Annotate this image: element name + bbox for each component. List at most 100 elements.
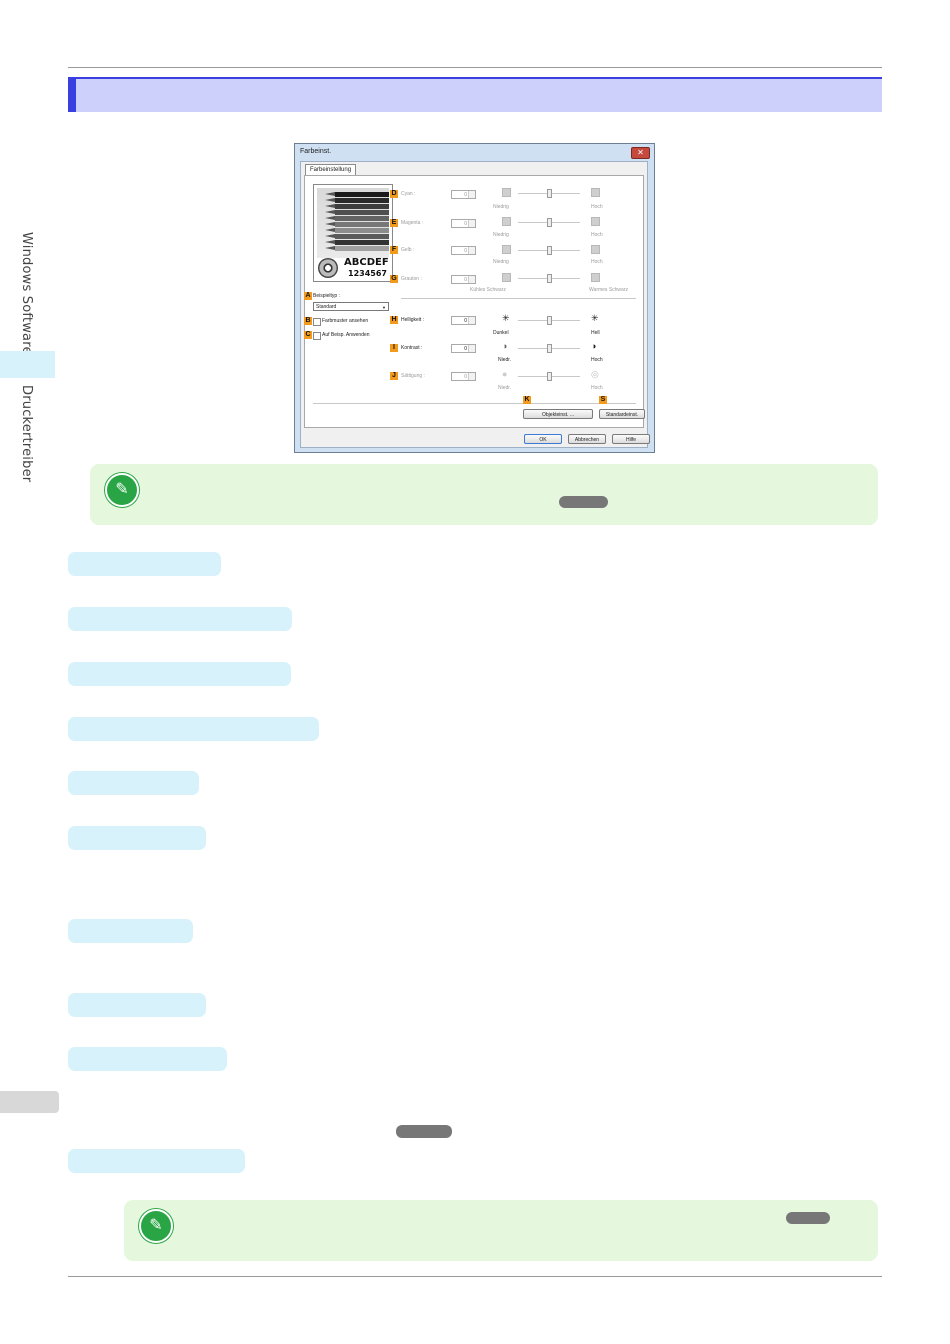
saturation-low-icon: ●	[502, 369, 508, 379]
sample-type-label: Beispieltyp :	[313, 293, 340, 299]
reference-button[interactable]	[559, 496, 608, 508]
marker-e: E	[390, 219, 398, 227]
section-pill	[68, 826, 206, 850]
ok-button[interactable]: OK	[524, 434, 562, 444]
cyan-spinner[interactable]: 0	[451, 190, 476, 199]
saturation-low-label: Niedr.	[498, 385, 512, 391]
defaults-button[interactable]: Standardeinst.	[599, 409, 645, 419]
yellow-high-label: Hoch	[591, 259, 603, 265]
cyan-high-swatch	[591, 188, 600, 197]
pencil	[325, 204, 389, 209]
saturation-slider-thumb[interactable]	[547, 372, 552, 381]
marker-h: H	[390, 316, 398, 324]
tab-color-settings[interactable]: Farbeinstellung	[305, 164, 357, 176]
help-button[interactable]: Hilfe	[612, 434, 650, 444]
bottom-separator	[313, 403, 636, 404]
magenta-label: Magenta :	[401, 220, 424, 226]
contrast-slider-thumb[interactable]	[547, 344, 552, 353]
cyan-low-label: Niedrig	[493, 204, 509, 210]
gray-tone-spinner[interactable]: 0	[451, 275, 476, 284]
saturation-label: Sättigung :	[401, 373, 425, 379]
reference-button[interactable]	[786, 1212, 830, 1224]
slider-group-separator	[401, 298, 636, 299]
marker-k: K	[523, 396, 531, 404]
dialog-title: Farbeinst.	[300, 148, 332, 155]
pencil	[325, 210, 389, 215]
magenta-high-label: Hoch	[591, 232, 603, 238]
sample-type-select[interactable]: Standard	[313, 302, 389, 312]
side-label-driver: Druckertreiber	[19, 385, 34, 483]
show-pattern-label: Farbmuster ansehen	[322, 318, 369, 324]
pencils-image	[317, 188, 389, 258]
marker-j: J	[390, 372, 398, 380]
contrast-label: Kontrast :	[401, 345, 423, 351]
side-label-software: Windows Software	[19, 232, 34, 355]
side-tab-marker	[0, 351, 55, 378]
show-pattern-checkbox[interactable]	[313, 318, 321, 326]
magenta-low-label: Niedrig	[493, 232, 509, 238]
side-page-tab	[0, 1091, 59, 1113]
gray-high-label: Warmes Schwarz	[589, 287, 628, 293]
bottom-rule	[68, 1276, 882, 1277]
pencil-note-icon: ✎	[139, 1209, 173, 1243]
gray-tone-label: Grauton :	[401, 276, 422, 282]
note-box: ✎	[90, 464, 878, 525]
brightness-light-icon: ✳	[591, 313, 599, 323]
brightness-spinner[interactable]: 0	[451, 316, 476, 325]
marker-c: C	[304, 331, 312, 339]
yellow-low-swatch	[502, 245, 511, 254]
pencil	[325, 240, 389, 245]
magenta-spinner[interactable]: 0	[451, 219, 476, 228]
pencil	[325, 234, 389, 239]
marker-i: I	[390, 344, 398, 352]
marker-s: S	[599, 396, 607, 404]
brightness-slider-thumb[interactable]	[547, 316, 552, 325]
cyan-high-label: Hoch	[591, 204, 603, 210]
close-icon[interactable]: ✕	[631, 147, 650, 159]
object-settings-button[interactable]: Objekteinst. ...	[523, 409, 593, 419]
preview-numbers: 1234567	[348, 269, 387, 278]
cyan-low-swatch	[502, 188, 511, 197]
yellow-label: Gelb :	[401, 247, 415, 253]
pencil-note-icon: ✎	[105, 473, 139, 507]
cyan-slider-thumb[interactable]	[547, 189, 552, 198]
apply-sample-checkbox[interactable]	[313, 332, 321, 340]
brightness-dark-icon: ✳	[502, 313, 510, 323]
yellow-high-swatch	[591, 245, 600, 254]
pencil	[325, 198, 389, 203]
pencil	[325, 222, 389, 227]
pencil	[325, 192, 389, 197]
disc-icon	[318, 258, 338, 278]
cyan-label: Cyan :	[401, 191, 416, 197]
contrast-high-icon: ◑	[591, 341, 597, 351]
top-rule	[68, 67, 882, 68]
yellow-slider-thumb[interactable]	[547, 246, 552, 255]
saturation-spinner[interactable]: 0	[451, 372, 476, 381]
contrast-low-label: Niedr.	[498, 357, 512, 363]
settings-panel: ABCDEF 1234567 A Beispieltyp : Standard …	[304, 175, 645, 428]
section-pill	[68, 919, 193, 943]
gray-slider-thumb[interactable]	[547, 274, 552, 283]
gray-high-swatch	[591, 273, 600, 282]
saturation-high-label: Hoch	[591, 385, 603, 391]
header-accent	[68, 79, 76, 112]
section-pill	[68, 607, 292, 631]
yellow-low-label: Niedrig	[493, 259, 509, 265]
cancel-button[interactable]: Abbrechen	[568, 434, 606, 444]
marker-f: F	[390, 246, 398, 254]
magenta-high-swatch	[591, 217, 600, 226]
color-settings-dialog: Farbeinst. ✕ Farbeinstellung	[294, 143, 655, 453]
reference-button[interactable]	[396, 1125, 452, 1138]
gray-low-swatch	[502, 273, 511, 282]
marker-d: D	[390, 190, 398, 198]
marker-b: B	[304, 317, 312, 325]
yellow-spinner[interactable]: 0	[451, 246, 476, 255]
marker-a: A	[304, 292, 312, 300]
contrast-low-icon: ◑	[502, 341, 508, 351]
pencil	[325, 228, 389, 233]
section-pill	[68, 771, 199, 795]
section-pill	[68, 1047, 227, 1071]
magenta-slider-thumb[interactable]	[547, 218, 552, 227]
contrast-spinner[interactable]: 0	[451, 344, 476, 353]
brightness-low-label: Dunkel	[493, 330, 509, 336]
